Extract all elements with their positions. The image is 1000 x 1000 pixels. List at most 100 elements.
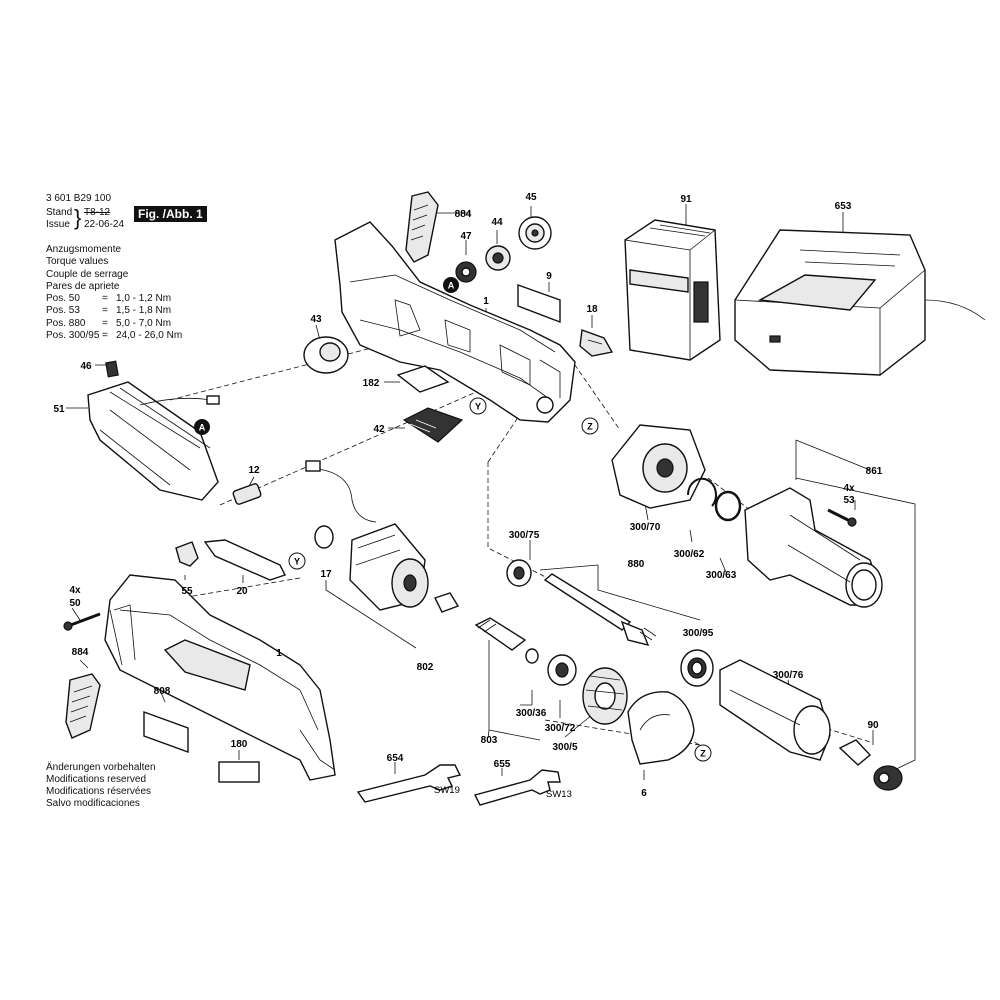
sleeve-part — [719, 659, 831, 761]
gear-housing-part — [611, 424, 706, 509]
part-label: 884 — [72, 647, 89, 658]
part-label: 55 — [181, 586, 193, 597]
part-label: 300/70 — [630, 522, 661, 533]
screw-part — [827, 508, 857, 527]
callout-a-label: A — [448, 281, 455, 291]
part-label: 12 — [248, 465, 260, 476]
part-label: 808 — [154, 686, 171, 697]
part-label: 300/5 — [552, 742, 577, 753]
callout-a-label: A — [199, 423, 206, 433]
part-label: 300/76 — [773, 670, 804, 681]
electronics-module-part — [402, 407, 464, 443]
motor-part — [314, 523, 460, 613]
part-label: 44 — [491, 217, 503, 228]
part-label: 20 — [236, 586, 248, 597]
modification-notes: Änderungen vorbehalten Modifications res… — [46, 762, 156, 810]
guard-part — [627, 691, 695, 765]
part-label: 46 — [80, 361, 92, 372]
part-label: 803 — [481, 735, 498, 746]
torque-range: 24,0 - 26,0 Nm — [116, 330, 183, 342]
brace-symbol: } — [74, 205, 82, 230]
issue-value: 22-06-24 — [84, 219, 125, 230]
spindle-part — [543, 573, 657, 647]
torque-row: Pos. 300/95= 24,0 - 26,0 Nm — [46, 330, 182, 342]
gear-head-part — [744, 487, 883, 608]
torque-heading: Anzugsmomente — [46, 244, 122, 255]
part-label: 4x — [843, 483, 855, 494]
screw-part — [63, 612, 101, 631]
callout-z: Z — [694, 744, 712, 762]
part-label: 880 — [628, 559, 645, 570]
part-number: 3 601 B29 100 — [46, 193, 112, 204]
torque-values: Anzugsmomente Torque values Couple de se… — [46, 244, 182, 342]
issue-label: Issue — [46, 219, 70, 230]
torque-pos: Pos. 53 — [46, 305, 80, 317]
label-plate-part — [143, 711, 189, 753]
torque-row: Pos. 50=1,0 - 1,2 Nm — [46, 293, 182, 305]
part-label: 300/36 — [516, 708, 547, 719]
vent-cover-part — [405, 191, 439, 263]
part-label: 861 — [866, 466, 883, 477]
wrench-sw19-part — [356, 764, 462, 803]
wire-part — [307, 467, 377, 523]
nameplate-part — [218, 761, 260, 783]
torque-heading: Couple de serrage — [46, 268, 129, 280]
part-label: 4x — [69, 585, 81, 596]
callout-a: A — [443, 277, 459, 293]
wrench-size-label: SW19 — [434, 785, 460, 796]
callout-z-label: Z — [587, 422, 593, 432]
washer-part — [525, 648, 539, 664]
note-line: Änderungen vorbehalten — [46, 762, 156, 773]
note-line: Salvo modificaciones — [46, 798, 140, 809]
collet-part — [838, 739, 903, 791]
callout-z: Z — [581, 417, 599, 435]
torque-pos: Pos. 880 — [46, 317, 86, 329]
label-plate-part — [517, 284, 561, 324]
torque-row: Pos. 53=1,5 - 1,8 Nm — [46, 305, 182, 317]
torque-eq: = — [102, 317, 108, 329]
torque-range: 1,5 - 1,8 Nm — [116, 305, 172, 317]
part-label: 1 — [276, 648, 282, 659]
armature-shaft-part — [474, 617, 527, 651]
part-label: 300/72 — [545, 723, 576, 734]
stand-value: T8-12 — [84, 207, 111, 218]
part-label: 18 — [586, 304, 598, 315]
part-label: 180 — [231, 739, 248, 750]
battery-part — [624, 219, 721, 361]
part-label: 91 — [680, 194, 692, 205]
part-label: 300/95 — [683, 628, 714, 639]
part-label: 182 — [363, 378, 380, 389]
brush-holder-part — [455, 216, 552, 283]
nut-part — [680, 649, 714, 687]
motor-housing-top-part — [334, 221, 576, 423]
part-label: 9 — [546, 271, 552, 282]
callout-y-label: Y — [294, 557, 300, 567]
bearing-part — [547, 654, 577, 686]
contact-part — [232, 483, 262, 505]
part-label: 90 — [867, 720, 879, 731]
callout-y: Y — [469, 397, 487, 415]
end-cap-part — [303, 336, 349, 374]
circlip-part — [686, 477, 717, 507]
ring-part — [714, 490, 742, 522]
part-label: 300/62 — [674, 549, 705, 560]
part-label: 884 — [455, 209, 472, 220]
part-label: 42 — [373, 424, 385, 435]
stand-label: Stand — [46, 207, 73, 218]
figure-label: Fig. /Abb. 1 — [134, 206, 207, 222]
wrench-sw13-part — [473, 769, 561, 806]
note-line: Modifications réservées — [46, 786, 152, 797]
part-label: 50 — [69, 598, 81, 609]
torque-eq: = — [102, 330, 108, 342]
part-label: 51 — [53, 404, 65, 415]
part-labels: 884 47 44 45 91 653 9 1 18 43 182 42 46 … — [53, 192, 882, 800]
callout-y: Y — [288, 552, 306, 570]
torque-range: 1,0 - 1,2 Nm — [116, 293, 172, 305]
callout-y-label: Y — [475, 402, 481, 412]
part-label: 17 — [320, 569, 332, 580]
part-label: 300/75 — [509, 530, 540, 541]
torque-heading: Pares de apriete — [46, 280, 120, 292]
torque-pos: Pos. 300/95 — [46, 330, 100, 342]
torque-eq: = — [102, 293, 108, 305]
part-label: 802 — [417, 662, 434, 673]
